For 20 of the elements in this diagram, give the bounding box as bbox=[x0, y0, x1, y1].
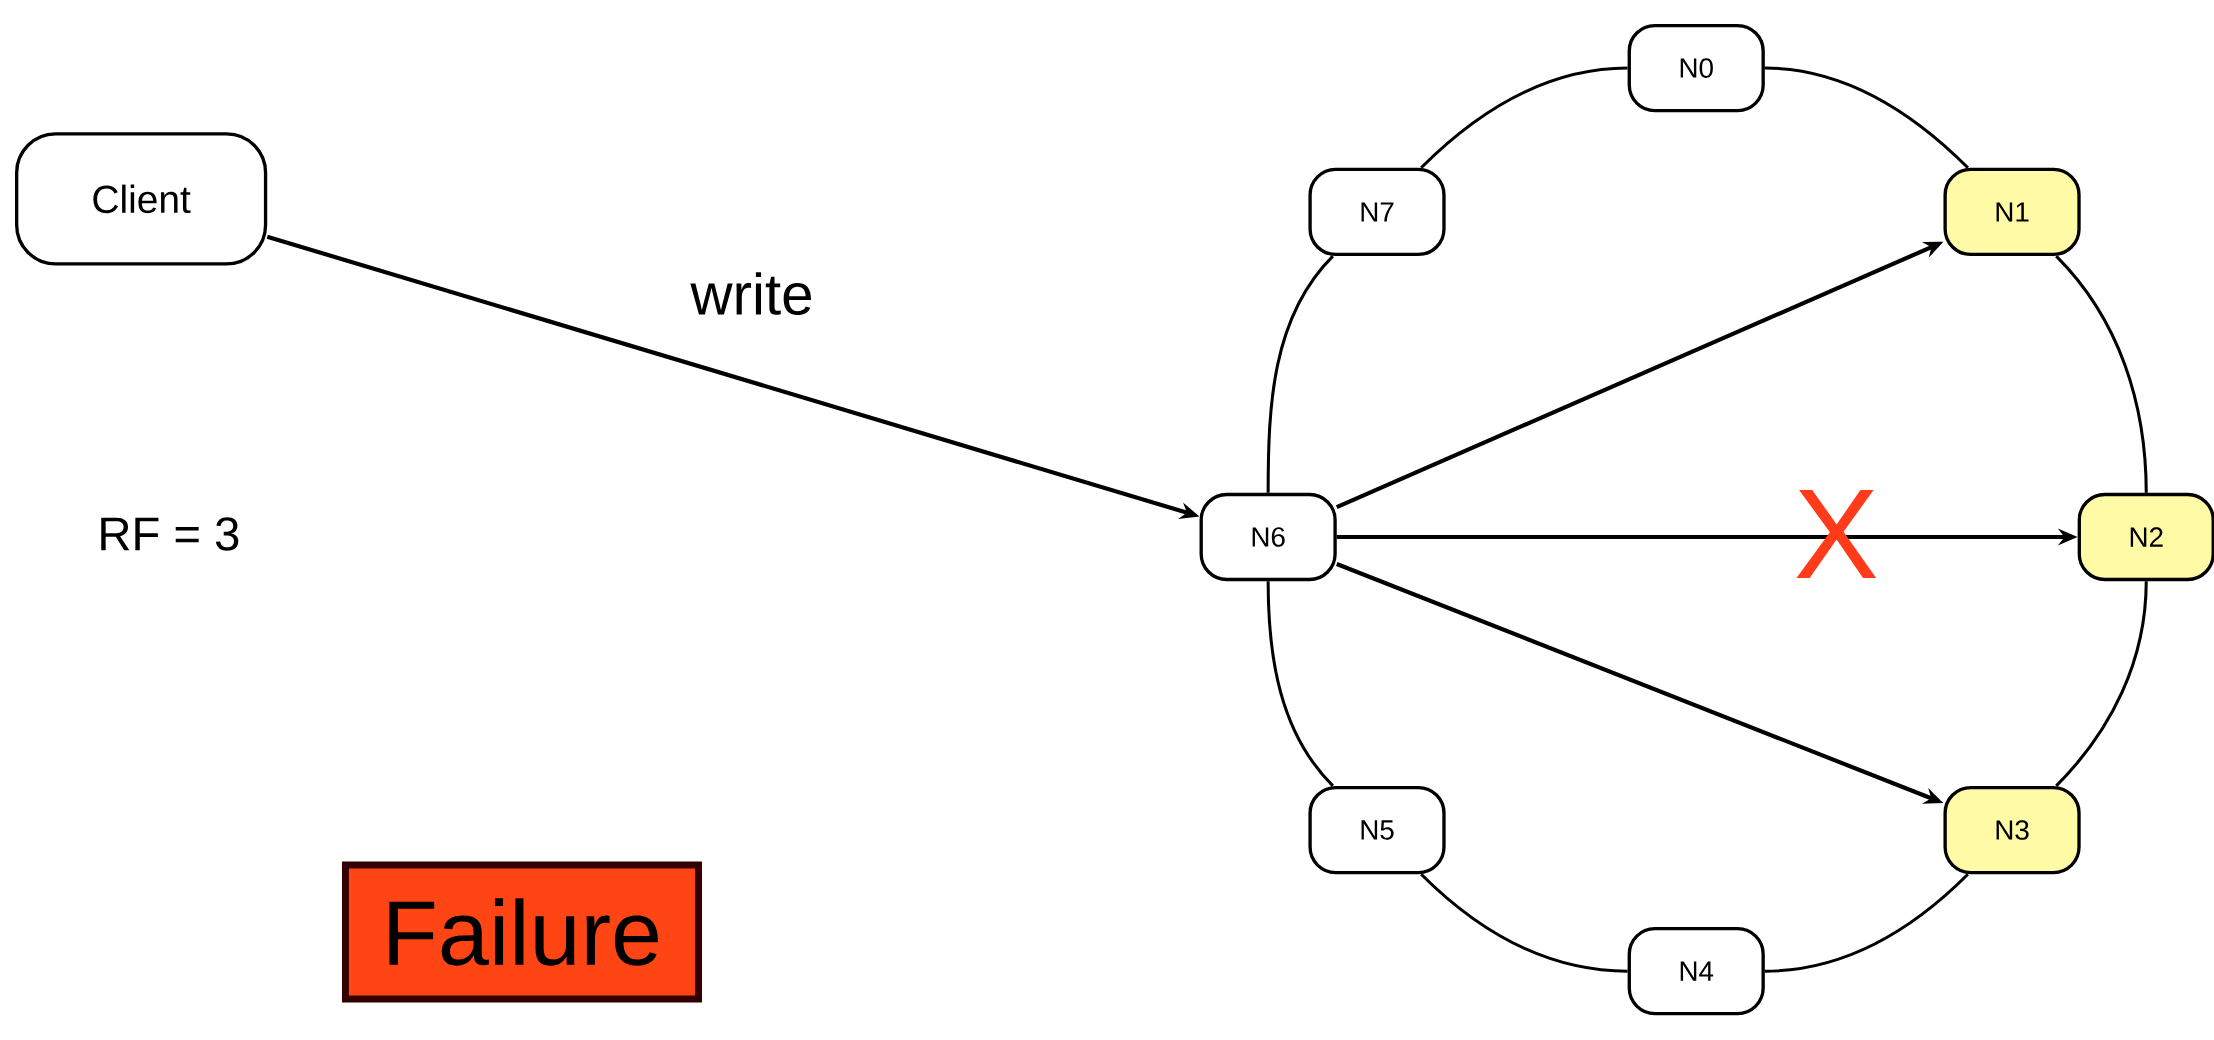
ring-node-box: N6 bbox=[1199, 492, 1337, 582]
failure-badge: Failure bbox=[341, 861, 702, 1003]
ring-node-box: N3 bbox=[1943, 785, 2081, 875]
ring-node-box: N0 bbox=[1627, 23, 1765, 113]
ring-arc bbox=[1764, 66, 1969, 169]
ring-arc bbox=[1266, 255, 1334, 493]
ring-node-box: N1 bbox=[1943, 167, 2081, 257]
ring-node-box: N4 bbox=[1627, 927, 1765, 1016]
ring-arc bbox=[1420, 66, 1628, 169]
ring-node-box: N7 bbox=[1308, 167, 1446, 257]
ring-arc bbox=[1266, 581, 1334, 787]
ring-node-box: N5 bbox=[1308, 785, 1446, 875]
ring-arc bbox=[1420, 873, 1628, 973]
ring-arc bbox=[2055, 581, 2148, 787]
ring-node-box: N2 bbox=[2077, 492, 2214, 582]
ring-arc bbox=[1764, 873, 1969, 973]
ring-arc bbox=[2055, 255, 2148, 493]
edge-label: write bbox=[690, 272, 811, 315]
replication-factor-label: RF = 3 bbox=[101, 517, 239, 551]
client-box: Client bbox=[15, 132, 268, 266]
